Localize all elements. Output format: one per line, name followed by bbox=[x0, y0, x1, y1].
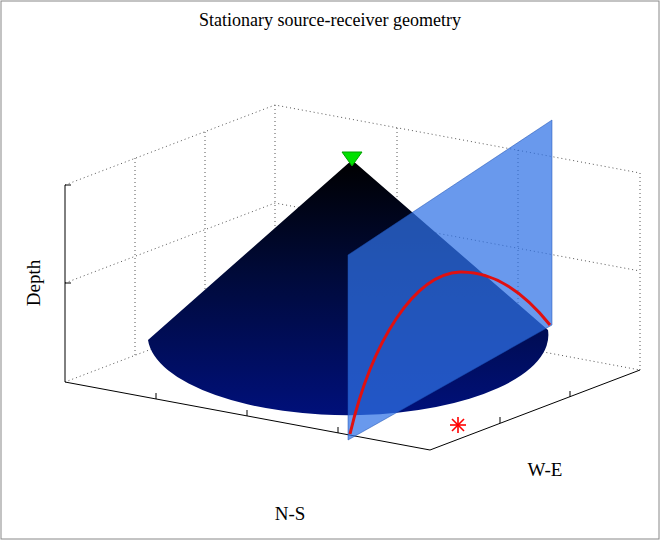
intersection-curve bbox=[350, 272, 550, 434]
receiver-star bbox=[450, 417, 466, 433]
vertical-plane bbox=[348, 120, 552, 440]
axis-label: N-S bbox=[275, 503, 306, 525]
plot-title: Stationary source-receiver geometry bbox=[199, 10, 461, 31]
axis-label: Depth bbox=[23, 260, 45, 306]
source-triangle bbox=[342, 152, 362, 166]
axis-label: W-E bbox=[528, 459, 563, 481]
